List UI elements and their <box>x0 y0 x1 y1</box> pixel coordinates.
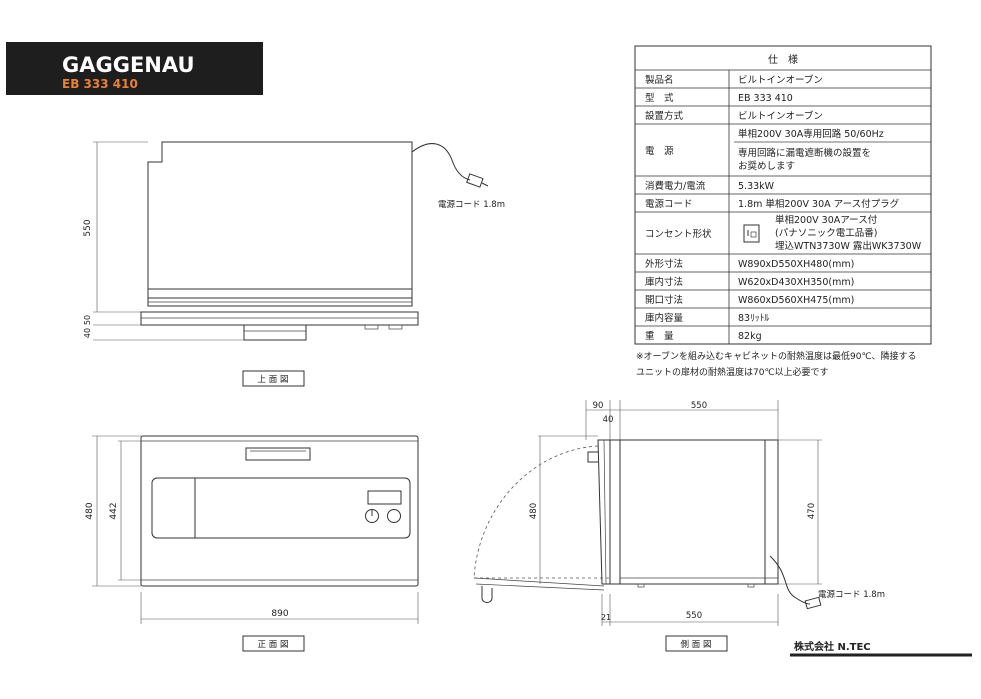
outlet-icon <box>743 224 760 243</box>
dim-top-a-label: 90 <box>593 401 604 411</box>
spec-value-line: 単相200V 30A専用回路 50/60Hz <box>738 128 884 140</box>
dim-front-a-label: 50 <box>83 315 92 325</box>
dim-bottom-depth-label: 550 <box>686 611 702 621</box>
dim-front-b-label: 40 <box>83 328 92 338</box>
spec-value: 83ﾘｯﾄﾙ <box>738 313 769 324</box>
plug-icon <box>466 173 489 188</box>
spec-label: 電 源 <box>645 146 674 157</box>
spec-label: 重 量 <box>645 330 674 342</box>
dim-bottom-a-label: 21 <box>601 613 611 622</box>
brand-model: EB 333 410 <box>62 77 138 91</box>
company-name: 株式会社 N.TEC <box>794 640 871 653</box>
spec-value: 82kg <box>738 331 762 342</box>
dim-height-right-label: 470 <box>807 503 817 519</box>
note-line: ※オーブンを組み込むキャビネットの耐熱温度は最低90℃、隣接する <box>636 350 917 362</box>
brand-logo: GAGGENAU EB 333 410 <box>6 42 263 95</box>
side-view-caption: 側 面 図 <box>681 639 712 650</box>
top-cord-label: 電源コード 1.8m <box>438 200 505 210</box>
spec-value-line: 単相200V 30Aアース付 <box>775 214 878 226</box>
spec-label: 開口寸法 <box>645 294 683 306</box>
dim-height-left-label: 480 <box>529 503 539 519</box>
oven-window <box>151 477 411 539</box>
door-handle <box>245 447 311 461</box>
spec-label: 外形寸法 <box>645 258 683 270</box>
side-cord-label: 電源コード 1.8m <box>818 590 885 600</box>
spec-value: 1.8m 単相200V 30A アース付プラグ <box>738 198 900 210</box>
spec-value: 5.33kW <box>738 181 775 192</box>
spec-label: 型 式 <box>645 92 674 104</box>
dim-top-depth-label: 550 <box>691 401 707 411</box>
spec-value: W890xD550XH480(mm) <box>738 259 854 270</box>
spec-value: EB 333 410 <box>738 93 793 104</box>
spec-label: 庫内寸法 <box>645 276 683 288</box>
spec-value: ビルトインオーブン <box>738 74 823 86</box>
front-view: 480 442 890 正 面 図 <box>85 435 419 652</box>
plug-icon <box>804 596 822 610</box>
front-view-caption: 正 面 図 <box>258 640 289 650</box>
spec-value-line: 埋込WTN3730W 露出WK3730W <box>775 240 922 252</box>
spec-value-line: お奨めします <box>738 160 795 172</box>
spec-value: ビルトインオーブン <box>738 110 823 122</box>
dim-width-label: 890 <box>271 609 288 619</box>
side-view-caption-box <box>665 635 728 652</box>
top-view-caption: 上 面 図 <box>258 375 289 385</box>
spec-value: W860xD560XH475(mm) <box>738 295 854 306</box>
brand-name: GAGGENAU <box>62 53 195 77</box>
dim-height-inner-label: 442 <box>109 502 119 519</box>
side-view: 電源コード 1.8m 90 550 40 480 470 21 550 側 面 … <box>473 400 885 652</box>
spec-value-line: (パナソニック電工品番) <box>775 227 877 239</box>
spec-label: 製品名 <box>645 74 674 86</box>
control-knob-left <box>365 509 379 523</box>
front-view-caption-box <box>242 635 305 652</box>
top-view-caption-box <box>242 370 305 387</box>
spec-label: 庫内容量 <box>645 312 684 324</box>
spec-label: 設置方式 <box>645 110 684 122</box>
control-knob-right <box>387 509 401 523</box>
control-display <box>367 490 402 505</box>
dim-depth-label: 550 <box>83 219 93 236</box>
spec-value-line: 専用回路に漏電遮断機の設置を <box>738 147 871 159</box>
note-line: ユニットの扉材の耐熱温度は70℃以上必要です <box>636 366 829 378</box>
spec-table-title: 仕 様 <box>768 53 798 66</box>
top-view: 電源コード 1.8m 550 40 50 上 面 図 <box>83 141 505 387</box>
brand-background <box>6 42 263 95</box>
spec-label: コンセント形状 <box>645 228 712 240</box>
spec-value: W620xD430XH350(mm) <box>738 277 854 288</box>
spec-table: 仕 様 製品名 ビルトインオーブン 型 式 EB 333 410 設置方式 ビル… <box>634 45 932 345</box>
dim-height-outer-label: 480 <box>85 502 95 519</box>
dim-top-b-label: 40 <box>603 415 614 425</box>
spec-label: 消費電力/電流 <box>645 180 706 192</box>
spec-label: 電源コード <box>645 199 693 210</box>
